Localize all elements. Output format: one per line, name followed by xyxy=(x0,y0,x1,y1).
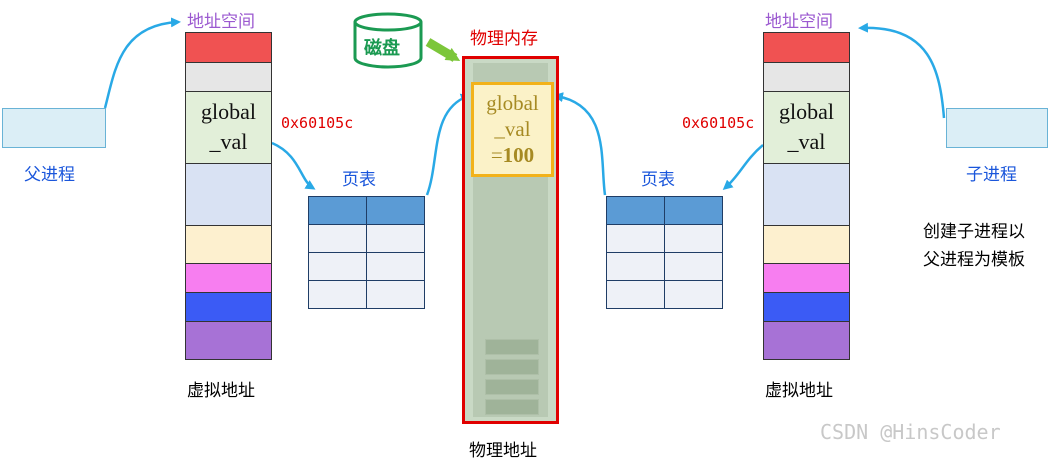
child-process-box xyxy=(946,108,1048,148)
physical-value-line2: _val xyxy=(494,117,531,141)
arrow-left-table-to-memory xyxy=(425,93,471,196)
segment-purple xyxy=(764,322,849,359)
arrow-disk-to-memory xyxy=(425,38,461,62)
left-address-space: global _val xyxy=(185,32,272,360)
segment-cream xyxy=(764,226,849,264)
physical-value-line1: global xyxy=(486,91,539,115)
right-address: 0x60105c xyxy=(682,114,755,132)
note-line1: 创建子进程以 xyxy=(923,222,1025,242)
segment-pink xyxy=(186,264,271,293)
physical-value-line3: =100 xyxy=(490,143,535,167)
child-process-label: 子进程 xyxy=(966,165,1017,185)
left-global-line2: _val xyxy=(209,129,248,154)
right-page-table xyxy=(606,196,723,309)
arrow-right-global-to-table xyxy=(722,144,764,190)
segment-pink xyxy=(764,264,849,293)
disk-icon xyxy=(352,12,424,70)
segment-red xyxy=(764,33,849,63)
segment-lightblue xyxy=(764,164,849,226)
segment-purple xyxy=(186,322,271,359)
parent-process-label: 父进程 xyxy=(24,165,75,185)
arrow-child-to-space xyxy=(858,22,946,119)
note-line2: 父进程为模板 xyxy=(923,250,1025,270)
segment-lightblue xyxy=(186,164,271,226)
left-address: 0x60105c xyxy=(281,114,354,132)
physical-global-val: global _val =100 xyxy=(471,82,554,177)
left-virtual-label: 虚拟地址 xyxy=(187,381,255,401)
left-page-table xyxy=(308,196,425,309)
segment-gray xyxy=(186,63,271,92)
arrow-right-table-to-memory xyxy=(553,92,607,196)
segment-cream xyxy=(186,226,271,264)
disk-label: 磁盘 xyxy=(364,38,400,59)
physical-address-label: 物理地址 xyxy=(469,441,537,461)
physical-memory-title: 物理内存 xyxy=(470,29,538,49)
left-page-table-title: 页表 xyxy=(342,170,376,190)
right-address-space-title: 地址空间 xyxy=(765,12,833,32)
right-page-table-title: 页表 xyxy=(641,170,675,190)
segment-gray xyxy=(764,63,849,92)
right-virtual-label: 虚拟地址 xyxy=(765,381,833,401)
segment-blue xyxy=(186,293,271,322)
segment-red xyxy=(186,33,271,63)
segment-blue xyxy=(764,293,849,322)
left-global-line1: global xyxy=(201,99,256,124)
right-global-line2: _val xyxy=(787,129,826,154)
arrow-parent-to-space xyxy=(103,17,181,109)
arrow-left-global-to-table xyxy=(271,141,316,190)
parent-process-box xyxy=(2,108,106,148)
segment-global-val: global _val xyxy=(186,92,271,164)
physical-value-number: 100 xyxy=(502,143,535,167)
segment-global-val: global _val xyxy=(764,92,849,164)
left-address-space-title: 地址空间 xyxy=(187,12,255,32)
right-address-space: global _val xyxy=(763,32,850,360)
watermark: CSDN @HinsCoder xyxy=(820,420,1001,444)
right-global-line1: global xyxy=(779,99,834,124)
